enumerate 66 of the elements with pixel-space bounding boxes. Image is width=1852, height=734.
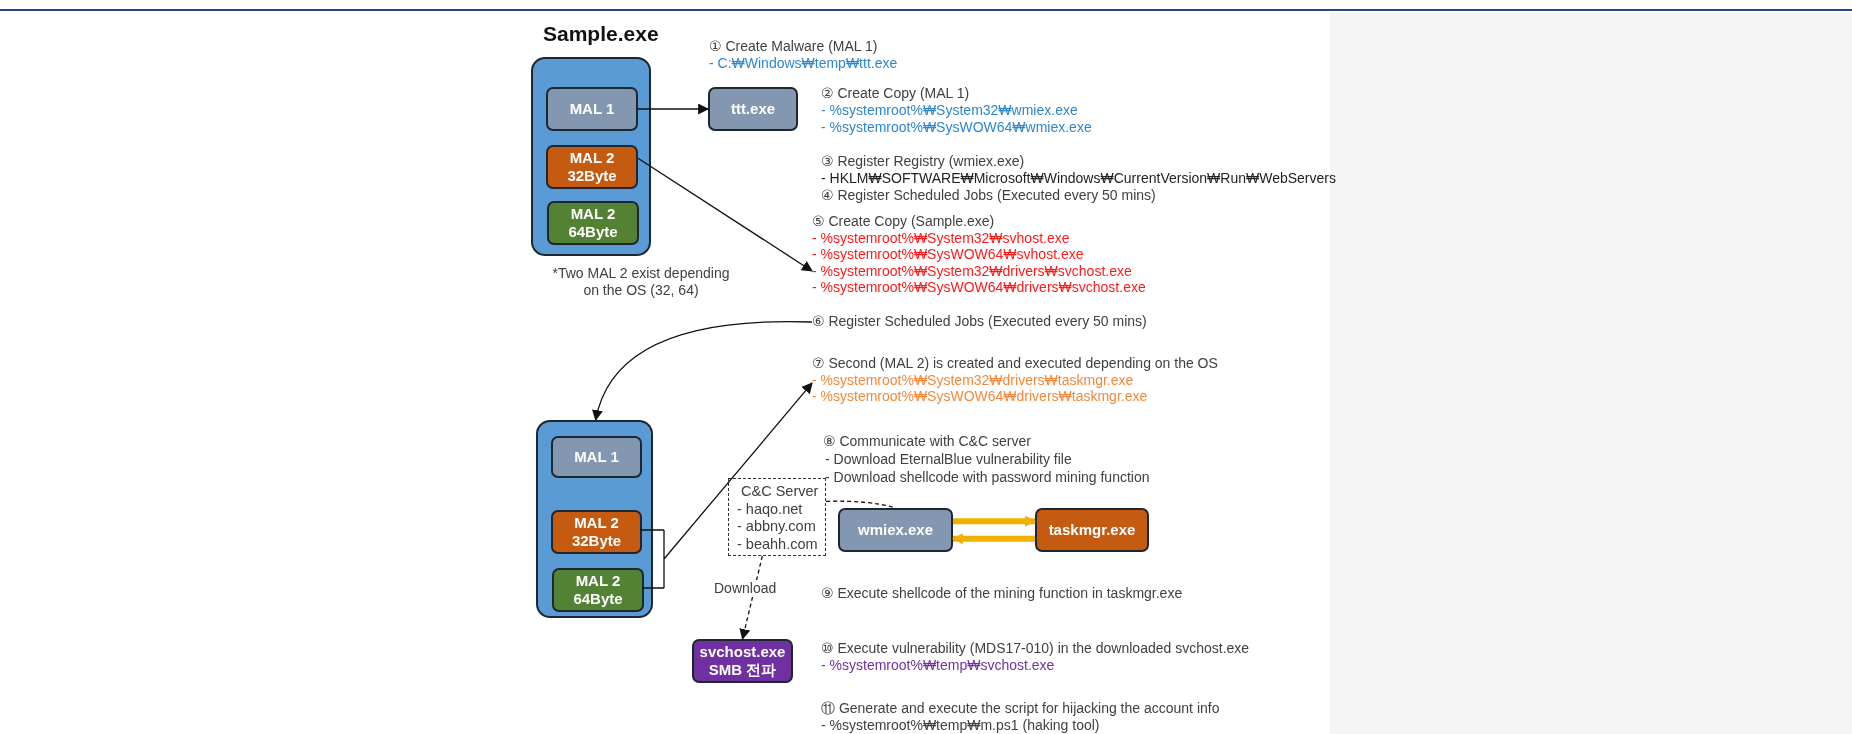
arrow [953, 515, 1037, 527]
dashed-arrow [739, 555, 763, 641]
title-text: Sample.exe [543, 22, 659, 46]
path-text: - %systemroot%₩SysWOW64₩drivers₩taskmgr.exe [812, 388, 1148, 406]
path-text: - Download EternalBlue vulnerability file [825, 451, 1072, 468]
server-title: C&C Server [741, 483, 819, 500]
box-label: 64Byte [573, 590, 623, 608]
step-text: ⑤ Create Copy (Sample.exe) [812, 213, 995, 230]
box-label: MAL 2 [575, 572, 621, 590]
box-label: MAL 2 [570, 205, 616, 223]
domain-text: - haqo.net [737, 500, 803, 518]
box-label: MAL 2 [574, 514, 619, 532]
step-text: ④ Register Scheduled Jobs (Executed every 50 mins) [821, 187, 1156, 204]
process-box [551, 510, 642, 554]
box-label: MAL 2 [569, 149, 615, 167]
step-text: ⑥ Register Scheduled Jobs (Executed every 50 mins) [812, 313, 1147, 330]
arrow [637, 157, 813, 272]
path-text: - %systemroot%₩SysWOW64₩drivers₩svchost.exe [812, 279, 1146, 297]
step-text: ⑪ Generate and execute the script for hijacking the account info [821, 700, 1220, 717]
path-text: - %systemroot%₩System32₩svhost.exe [812, 229, 1070, 247]
process-box [1035, 508, 1149, 552]
arrow [592, 320, 813, 422]
process-box [692, 639, 793, 683]
path-text: - %systemroot%₩SysWOW64₩svhost.exe [812, 246, 1084, 264]
box-label: wmiex.exe [857, 521, 934, 539]
path-text: - C:₩Windows₩temp₩ttt.exe [709, 55, 898, 72]
arrow [639, 382, 813, 589]
domain-text: - abbny.com [737, 518, 816, 535]
process-box [546, 87, 638, 131]
box-label: MAL 1 [574, 448, 619, 466]
box-label: 32Byte [571, 532, 622, 550]
path-text: - Download shellcode with password mining function [825, 469, 1150, 486]
path-text: - %systemroot%₩System32₩drivers₩taskmgr.exe [812, 371, 1134, 389]
path-text: - %systemroot%₩temp₩svchost.exe [821, 657, 1055, 674]
step-text: ① Create Malware (MAL 1) [709, 38, 878, 55]
path-text: - %systemroot%₩temp₩m.ps1 (haking tool) [821, 717, 1100, 734]
step-text: ⑧ Communicate with C&C server [823, 433, 1031, 450]
path-text: - %systemroot%₩System32₩drivers₩svchost.exe [812, 262, 1132, 280]
box-label: ttt.exe [730, 100, 776, 118]
box-label: taskmgr.exe [1048, 521, 1136, 539]
path-text: - HKLM₩SOFTWARE₩Microsoft₩Windows₩CurrentVersion₩Run₩WebServers [821, 170, 1336, 187]
box-label: 32Byte [567, 167, 617, 185]
step-text: ② Create Copy (MAL 1) [821, 85, 970, 102]
process-box [546, 145, 638, 189]
note-text: *Two MAL 2 exist depending on the OS (32, 64) [551, 265, 731, 299]
step-text: ⑦ Second (MAL 2) is created and executed depending on the OS [812, 355, 1218, 372]
server-box [728, 478, 826, 556]
step-text: ⑨ Execute shellcode of the mining function in taskmgr.exe [821, 585, 1183, 602]
path-text: - %systemroot%₩System32₩wmiex.exe [821, 102, 1078, 119]
edge-label: Download [712, 580, 779, 597]
box-label: 64Byte [568, 223, 618, 241]
process-box [838, 508, 953, 552]
box-label: MAL 1 [569, 100, 615, 118]
path-text: - %systemroot%₩SysWOW64₩wmiex.exe [821, 119, 1092, 136]
box-label: svchost.exe [699, 643, 786, 661]
domain-text: - beahh.com [737, 535, 818, 553]
process-box [552, 568, 644, 612]
box-label: SMB 전파 [708, 661, 777, 679]
process-box [708, 87, 798, 131]
process-box [551, 436, 642, 478]
arrow [951, 533, 1035, 545]
step-text: ③ Register Registry (wmiex.exe) [821, 153, 1025, 170]
container-box [536, 420, 653, 618]
arrow [637, 103, 710, 115]
step-text: ⑩ Execute vulnerability (MDS17-010) in the downloaded svchost.exe [821, 640, 1250, 657]
process-box [547, 201, 639, 245]
